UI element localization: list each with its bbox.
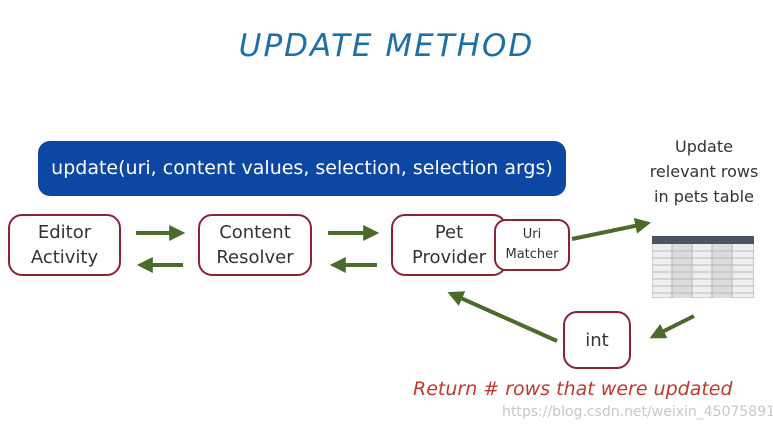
editor-activity-label-2: Activity [30,247,99,268]
diagram-title: UPDATE METHOD [238,28,535,64]
content-resolver-box: Content Resolver [198,214,312,276]
return-caption: Return # rows that were updated [413,378,733,400]
arrow-table-to-int [649,314,695,339]
arrow-matcher-to-table [571,217,652,241]
editor-activity-label-1: Editor [37,222,92,243]
pets-table-icon [652,236,754,298]
update-call-banner: update(uri, content values, selection, s… [38,141,566,196]
int-result-label: int [585,329,609,351]
update-rows-note: Update relevant rows in pets table [638,134,770,209]
pet-provider-label-1: Pet [434,222,464,243]
content-resolver-label-2: Resolver [216,247,294,268]
arrow-int-to-provider [447,291,558,343]
uri-matcher-box: Uri Matcher [494,219,570,271]
content-resolver-label-1: Content [219,222,291,243]
uri-matcher-label-1: Uri [522,227,542,242]
uri-matcher-label-2: Matcher [505,247,559,262]
note-line-3: in pets table [654,187,754,206]
note-line-2: relevant rows [649,162,759,181]
editor-activity-box: Editor Activity [8,214,121,276]
note-line-1: Update [675,137,733,156]
pet-provider-label-2: Provider [411,247,487,268]
pet-provider-box: Pet Provider [391,214,507,276]
watermark-text: https://blog.csdn.net/weixin_45075891 [502,404,773,420]
int-result-box: int [563,311,631,369]
